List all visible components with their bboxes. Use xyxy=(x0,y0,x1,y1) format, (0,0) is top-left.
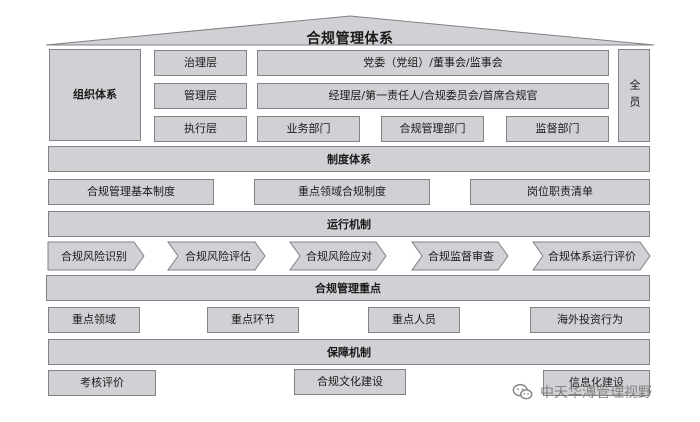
all-staff-label: 全员 xyxy=(628,78,642,113)
governance-content: 党委（党组）/董事会/监事会 xyxy=(257,50,609,76)
focus-item-links: 重点环节 xyxy=(207,307,299,333)
step-risk-respond: 合规风险应对 xyxy=(306,250,372,263)
business-dept: 业务部门 xyxy=(257,116,360,142)
management-level: 管理层 xyxy=(154,83,247,109)
page-title: 合规管理体系 xyxy=(306,31,394,47)
arrow-step-1 xyxy=(47,241,145,271)
management-content: 经理层/第一责任人/合规委员会/首席合规官 xyxy=(257,83,609,109)
system-item-duty-list: 岗位职责清单 xyxy=(470,179,650,205)
arrow-step-5 xyxy=(532,241,651,271)
step-risk-assess: 合规风险评估 xyxy=(185,250,251,263)
arrow-step-2 xyxy=(167,241,266,271)
step-supervision-review: 合规监督审查 xyxy=(428,250,494,263)
guarantee-band: 保障机制 xyxy=(48,339,650,365)
system-item-basic: 合规管理基本制度 xyxy=(48,179,214,205)
all-staff-box: 全员 xyxy=(618,49,650,142)
focus-band: 合规管理重点 xyxy=(46,275,650,301)
guarantee-item-it: 信息化建设 xyxy=(543,370,650,396)
governance-level: 治理层 xyxy=(154,50,247,76)
focus-item-areas: 重点领域 xyxy=(48,307,140,333)
compliance-dept: 合规管理部门 xyxy=(381,116,484,142)
org-system-label: 组织体系 xyxy=(49,49,141,141)
system-item-key-areas: 重点领域合规制度 xyxy=(254,179,430,205)
focus-item-personnel: 重点人员 xyxy=(368,307,460,333)
step-risk-identify: 合规风险识别 xyxy=(61,250,127,263)
supervision-dept: 监督部门 xyxy=(506,116,609,142)
guarantee-item-assessment: 考核评价 xyxy=(48,370,156,396)
focus-item-overseas: 海外投资行为 xyxy=(530,307,650,333)
roof-shape xyxy=(45,15,655,46)
arrow-step-4 xyxy=(411,241,509,271)
system-band: 制度体系 xyxy=(48,146,650,172)
execution-level: 执行层 xyxy=(154,116,247,142)
step-system-evaluation: 合规体系运行评价 xyxy=(548,250,636,263)
guarantee-item-culture: 合规文化建设 xyxy=(294,369,406,395)
operation-band: 运行机制 xyxy=(48,211,650,237)
arrow-step-3 xyxy=(289,241,387,271)
